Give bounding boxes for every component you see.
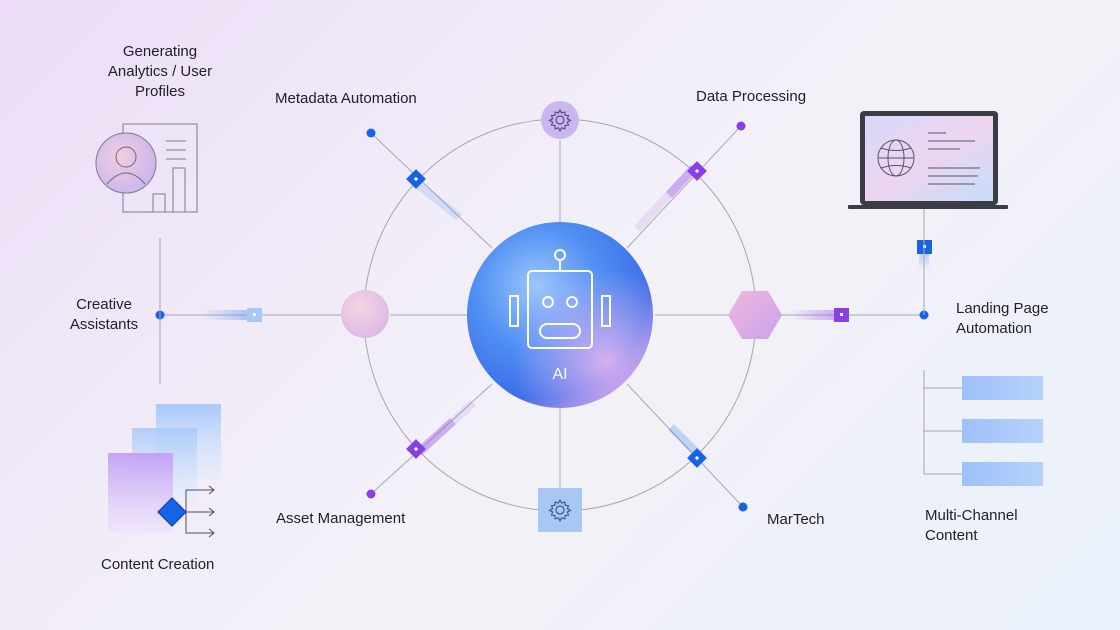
right-connectors xyxy=(923,209,962,475)
gear-node-bottom xyxy=(538,488,582,532)
label-landing-page-automation: Landing Page Automation xyxy=(956,300,1049,337)
endpoint-dot xyxy=(738,502,748,512)
content-creation-illustration xyxy=(108,404,221,538)
ai-core xyxy=(467,222,653,408)
user-profile-chart-icon xyxy=(95,132,157,194)
label-data-processing: Data Processing xyxy=(696,88,807,105)
label-martech: MarTech xyxy=(767,511,825,528)
robot-icon xyxy=(509,249,611,349)
endpoint-dot xyxy=(736,121,746,131)
label-metadata-automation: Metadata Automation xyxy=(275,90,417,107)
square-connector xyxy=(834,308,849,322)
profile-analytics-illustration xyxy=(95,123,198,213)
label-content-creation: Content Creation xyxy=(101,556,215,573)
gear-icon xyxy=(548,108,572,133)
label-ai: AI xyxy=(552,366,568,383)
content-flow-icon xyxy=(157,485,215,538)
gear-node-top xyxy=(541,101,579,139)
laptop-globe-icon xyxy=(877,139,915,177)
hexagon-node xyxy=(728,291,782,339)
square-connector xyxy=(247,308,262,322)
creative-node xyxy=(341,290,389,338)
label-multi-channel-content: Multi-Channel Content xyxy=(925,507,1018,544)
multi-channel-bars xyxy=(962,376,1043,486)
diamond-connector xyxy=(406,439,426,459)
endpoint-dot xyxy=(366,489,376,499)
laptop-illustration xyxy=(848,111,1008,209)
label-asset-management: Asset Management xyxy=(276,510,406,527)
label-creative-assistants: Creative Assistants xyxy=(69,296,139,333)
gear-icon xyxy=(548,498,572,523)
endpoint-dot xyxy=(366,128,376,138)
diamond-connector xyxy=(406,169,426,189)
label-generating-analytics: Generating Analytics / User Profiles xyxy=(107,43,213,100)
